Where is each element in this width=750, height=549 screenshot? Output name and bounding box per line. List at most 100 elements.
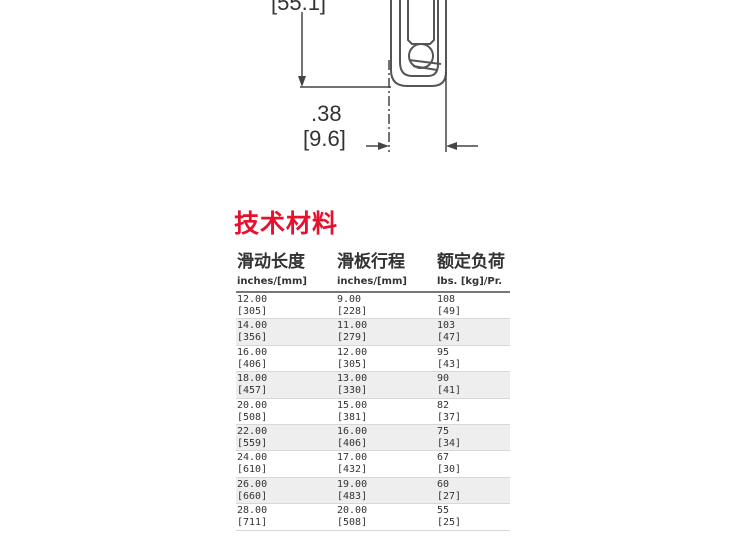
cell-slide-length-inch: 22.00 xyxy=(237,425,268,437)
cell-slide-length: 20.00[508] xyxy=(236,399,336,424)
header-slide-travel: 滑板行程 xyxy=(337,251,405,272)
cell-load-rating-metric: [34] xyxy=(437,437,462,449)
cell-slide-travel: 13.00[330] xyxy=(336,372,436,397)
cell-slide-travel: 20.00[508] xyxy=(336,504,436,529)
cell-load-rating-inch: 95 xyxy=(437,346,450,358)
cell-slide-travel-inch: 20.00 xyxy=(337,505,368,517)
cell-slide-length-metric: [610] xyxy=(237,464,268,476)
table-row: 24.00[610]17.00[432]67[30] xyxy=(236,451,510,478)
cell-slide-travel-metric: [406] xyxy=(337,437,368,449)
cell-slide-travel-inch: 16.00 xyxy=(337,425,368,437)
table-row: 20.00[508]15.00[381]82[37] xyxy=(236,399,510,425)
dimension-label-inch: .38 xyxy=(311,101,342,126)
cell-slide-travel-metric: [432] xyxy=(337,464,368,476)
cell-slide-travel-inch: 9.00 xyxy=(337,294,362,305)
cell-slide-length-inch: 12.00 xyxy=(237,294,268,305)
rail-inner-channel xyxy=(399,0,439,77)
table-row: 12.00[305]9.00[228]108[49] xyxy=(236,293,510,320)
cell-slide-travel: 15.00[381] xyxy=(336,399,436,424)
unit-slide-travel: inches/[mm] xyxy=(337,276,407,287)
table-row: 14.00[356]11.00[279]103[47] xyxy=(236,319,510,346)
cell-slide-travel-metric: [228] xyxy=(337,306,368,317)
cell-load-rating: 67[30] xyxy=(436,451,510,476)
table-row: 16.00[406]12.00[305]95[43] xyxy=(236,346,510,373)
cell-slide-length-metric: [305] xyxy=(237,306,268,317)
cell-load-rating-inch: 82 xyxy=(437,399,450,411)
cell-slide-travel-inch: 12.00 xyxy=(337,346,368,358)
table-row: 28.00[711]20.00[508]55[25] xyxy=(236,504,510,531)
cell-slide-length-metric: [356] xyxy=(237,332,268,344)
table-row: 18.00[457]13.00[330]90[41] xyxy=(236,372,510,399)
table-unit-row: inches/[mm] inches/[mm] lbs. [kg]/Pr. xyxy=(236,272,510,293)
cell-slide-length-inch: 28.00 xyxy=(237,505,268,517)
cell-slide-length-inch: 26.00 xyxy=(237,478,268,490)
cell-load-rating-inch: 60 xyxy=(437,478,450,490)
cell-load-rating-metric: [37] xyxy=(437,411,462,423)
cell-slide-length-metric: [508] xyxy=(237,411,268,423)
cell-slide-travel: 9.00[228] xyxy=(336,293,436,318)
cell-slide-travel-metric: [330] xyxy=(337,385,368,397)
cell-slide-travel: 17.00[432] xyxy=(336,451,436,476)
cell-load-rating: 75[34] xyxy=(436,425,510,450)
cell-load-rating-inch: 55 xyxy=(437,505,450,517)
cell-load-rating-inch: 108 xyxy=(437,294,456,305)
cell-slide-length-metric: [660] xyxy=(237,490,268,502)
inner-member xyxy=(407,0,435,45)
rail-outer-profile xyxy=(390,0,447,87)
table-header-row: 滑动长度 滑板行程 额定负荷 xyxy=(236,246,510,272)
spec-section-title: 技术材料 xyxy=(234,209,339,238)
cell-slide-travel: 11.00[279] xyxy=(336,319,436,344)
slide-profile-drawing xyxy=(298,0,478,152)
cell-load-rating-inch: 90 xyxy=(437,373,450,385)
cell-load-rating: 55[25] xyxy=(436,504,510,529)
cell-slide-length-metric: [457] xyxy=(237,385,268,397)
cell-slide-travel-metric: [305] xyxy=(337,358,368,370)
cell-load-rating-metric: [43] xyxy=(437,358,462,370)
cell-slide-travel-metric: [279] xyxy=(337,332,368,344)
cell-load-rating: 90[41] xyxy=(436,372,510,397)
header-slide-length: 滑动长度 xyxy=(237,251,305,272)
dimension-label-mm: [9.6] xyxy=(303,126,346,151)
cell-slide-length: 18.00[457] xyxy=(236,372,336,397)
cell-slide-length: 24.00[610] xyxy=(236,451,336,476)
dimension-label-top: [55.1] xyxy=(271,0,327,15)
cell-slide-length: 26.00[660] xyxy=(236,478,336,503)
cell-slide-length-inch: 14.00 xyxy=(237,320,268,332)
cell-slide-travel-inch: 19.00 xyxy=(337,478,368,490)
cell-slide-length-metric: [406] xyxy=(237,358,268,370)
cell-slide-length-metric: [559] xyxy=(237,437,268,449)
cell-load-rating-metric: [49] xyxy=(437,306,462,317)
cell-load-rating-inch: 103 xyxy=(437,320,456,332)
ball-bearing xyxy=(408,43,434,69)
cell-load-rating: 60[27] xyxy=(436,478,510,503)
cell-load-rating-metric: [25] xyxy=(437,517,462,529)
cell-load-rating-inch: 75 xyxy=(437,425,450,437)
cell-load-rating: 82[37] xyxy=(436,399,510,424)
cell-slide-travel-inch: 15.00 xyxy=(337,399,368,411)
table-body: 12.00[305]9.00[228]108[49]14.00[356]11.0… xyxy=(236,293,510,531)
cell-slide-travel-metric: [508] xyxy=(337,517,368,529)
cell-load-rating: 103[47] xyxy=(436,319,510,344)
cell-slide-length-inch: 24.00 xyxy=(237,452,268,464)
cell-slide-length-inch: 16.00 xyxy=(237,346,268,358)
cell-slide-travel-inch: 13.00 xyxy=(337,373,368,385)
cell-slide-travel: 16.00[406] xyxy=(336,425,436,450)
unit-slide-length: inches/[mm] xyxy=(237,276,307,287)
cell-slide-length: 22.00[559] xyxy=(236,425,336,450)
cell-slide-travel-inch: 17.00 xyxy=(337,452,368,464)
cell-load-rating-metric: [30] xyxy=(437,464,462,476)
spec-table: 滑动长度 滑板行程 额定负荷 inches/[mm] inches/[mm] l… xyxy=(236,246,510,531)
cell-slide-length-inch: 18.00 xyxy=(237,373,268,385)
cell-load-rating-metric: [47] xyxy=(437,332,462,344)
cell-slide-length: 28.00[711] xyxy=(236,504,336,529)
cell-slide-length: 12.00[305] xyxy=(236,293,336,318)
cell-load-rating-metric: [27] xyxy=(437,490,462,502)
cell-slide-travel: 12.00[305] xyxy=(336,346,436,371)
cell-slide-length-metric: [711] xyxy=(237,517,268,529)
cell-load-rating-inch: 67 xyxy=(437,452,450,464)
cell-load-rating-metric: [41] xyxy=(437,385,462,397)
cell-slide-length: 14.00[356] xyxy=(236,319,336,344)
table-row: 22.00[559]16.00[406]75[34] xyxy=(236,424,510,452)
cell-slide-travel-inch: 11.00 xyxy=(337,320,368,332)
header-load-rating: 额定负荷 xyxy=(437,251,505,272)
